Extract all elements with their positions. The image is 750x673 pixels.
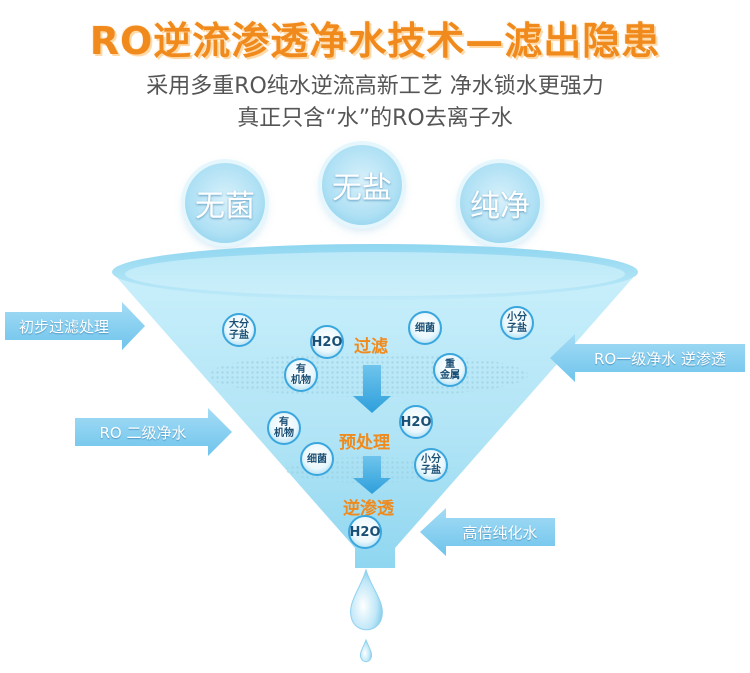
subtitle-line-2: 真正只含“水”的RO去离子水 bbox=[237, 106, 513, 131]
arrow-left-1 bbox=[5, 302, 145, 350]
molecule-text: H2O bbox=[311, 334, 343, 350]
molecule-text: 机物 bbox=[291, 375, 311, 386]
arrow-left-1-label: 初步过滤处理 bbox=[18, 317, 109, 336]
molecule-text: 子盐 bbox=[421, 465, 441, 476]
arrow-right-2 bbox=[420, 508, 555, 556]
molecule-small-salt: 小分子盐 bbox=[500, 306, 534, 340]
funnel-rim-inner bbox=[125, 252, 625, 296]
molecule-water-3: H2O bbox=[348, 515, 382, 549]
molecule-small-salt-2: 小分子盐 bbox=[414, 448, 448, 482]
molecule-text: 有 bbox=[279, 417, 289, 428]
stage-pretreat-label: 预处理 bbox=[339, 433, 390, 453]
molecule-text: 子盐 bbox=[229, 330, 249, 341]
molecule-text: 子盐 bbox=[507, 323, 527, 334]
molecule-water: H2O bbox=[310, 325, 344, 359]
molecule-text: 细菌 bbox=[415, 322, 435, 334]
down-arrow-1 bbox=[353, 365, 391, 413]
molecule-text: 小分 bbox=[421, 454, 441, 465]
water-drop-small bbox=[360, 638, 372, 663]
molecule-text: H2O bbox=[349, 524, 381, 540]
molecule-text: 大分 bbox=[229, 319, 249, 330]
bubble-pure: 纯净 bbox=[460, 163, 540, 243]
bubble-pure-label: 纯净 bbox=[470, 189, 530, 224]
molecule-text: 重 bbox=[445, 359, 455, 370]
molecule-heavy-metal: 重金属 bbox=[433, 353, 467, 387]
bubble-sterile: 无菌 bbox=[185, 163, 265, 243]
molecule-organic-2: 有机物 bbox=[267, 411, 301, 445]
molecule-bacteria: 细菌 bbox=[408, 311, 442, 345]
arrow-right-1-label: RO一级净水 逆渗透 bbox=[594, 349, 726, 368]
molecule-water-2: H2O bbox=[399, 405, 433, 439]
molecule-text: 有 bbox=[296, 364, 306, 375]
bubble-no-salt-label: 无盐 bbox=[332, 171, 392, 206]
bubble-sterile-label: 无菌 bbox=[195, 189, 255, 224]
water-drop-large bbox=[350, 568, 383, 631]
molecule-text: H2O bbox=[400, 414, 432, 430]
arrow-left-2 bbox=[75, 408, 232, 456]
molecule-text: 小分 bbox=[507, 312, 527, 323]
molecule-large-salt: 大分子盐 bbox=[222, 313, 256, 347]
arrow-right-2-label: 高倍纯化水 bbox=[462, 523, 538, 542]
page-title: RO逆流渗透净水技术—滤出隐患 bbox=[89, 19, 661, 63]
down-arrow-2 bbox=[353, 456, 391, 494]
subtitle-line-1: 采用多重RO纯水逆流高新工艺 净水锁水更强力 bbox=[146, 74, 604, 99]
stage-filter-label: 过滤 bbox=[354, 337, 388, 357]
bubble-no-salt: 无盐 bbox=[322, 145, 402, 225]
molecule-bacteria-2: 细菌 bbox=[300, 442, 334, 476]
stage-ro-label: 逆渗透 bbox=[343, 499, 394, 519]
arrow-right-1 bbox=[550, 334, 745, 382]
molecule-organic: 有机物 bbox=[284, 358, 318, 392]
arrow-left-2-label: RO 二级净水 bbox=[99, 423, 187, 442]
molecule-text: 机物 bbox=[274, 428, 294, 439]
molecule-text: 细菌 bbox=[307, 453, 327, 465]
molecule-text: 金属 bbox=[440, 370, 460, 381]
